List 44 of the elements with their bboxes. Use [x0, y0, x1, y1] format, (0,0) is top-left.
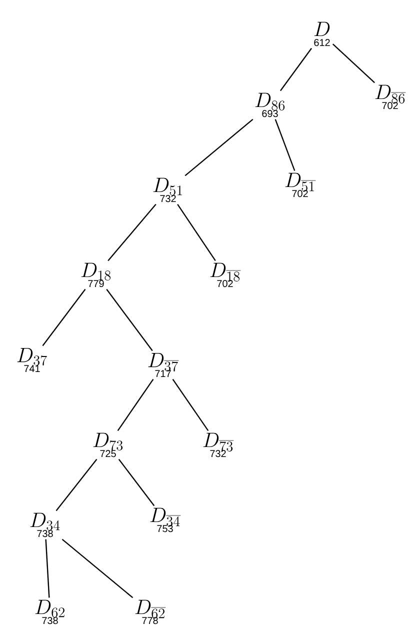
node-value: 702 [292, 190, 308, 198]
node-value: 725 [100, 450, 116, 458]
tree-branch [184, 118, 254, 176]
tree-branch [106, 288, 153, 352]
node-value: 778 [142, 617, 158, 624]
node-value: 779 [88, 280, 104, 288]
node-label: $D$ [314, 22, 330, 36]
node-label: $D_{34}$ [30, 512, 60, 530]
node-label: $D_{73}$ [93, 432, 123, 450]
node-value: 732 [210, 450, 226, 458]
node-label: $D_{\overline{37}}$ [148, 352, 179, 372]
tree-branch [45, 539, 50, 598]
node-label: $D_{37}$ [17, 348, 47, 366]
node-label: $D_{\overline{62}}$ [135, 600, 166, 618]
tree-branch [332, 44, 375, 84]
node-value: 741 [24, 365, 40, 372]
node-label: $D_{\overline{73}}$ [203, 432, 234, 452]
node-label: $D_{\overline{18}}$ [210, 262, 241, 282]
tree-branch [108, 204, 156, 262]
node-value: 753 [157, 525, 173, 532]
tree-branch [172, 378, 209, 432]
tree-branch [274, 119, 296, 171]
tree-branch [280, 48, 312, 92]
node-value: 702 [217, 280, 233, 288]
tree-branch [56, 458, 98, 512]
node-value: 702 [382, 102, 398, 110]
node-label: $D_{\overline{51}}$ [285, 172, 316, 192]
node-label: $D_{62}$ [35, 600, 64, 618]
node-value: 717 [155, 370, 171, 378]
node-label: $D_{51}$ [153, 178, 182, 196]
tree-branch [42, 288, 86, 346]
node-value: 612 [314, 39, 330, 46]
node-label: $D_{\overline{86}}$ [375, 84, 406, 104]
node-label: $D_{18}$ [81, 262, 111, 280]
node-value: 738 [37, 530, 53, 538]
tree-branch [177, 204, 216, 262]
tree-branch [117, 378, 154, 432]
node-value: 738 [42, 617, 58, 624]
tree-branch [62, 538, 134, 598]
node-value: 732 [160, 195, 176, 202]
node-value: 693 [262, 110, 278, 118]
tree-branch [118, 458, 155, 506]
node-label: $D_{\overline{34}}$ [150, 508, 181, 526]
node-label: $D_{86}$ [255, 92, 285, 110]
